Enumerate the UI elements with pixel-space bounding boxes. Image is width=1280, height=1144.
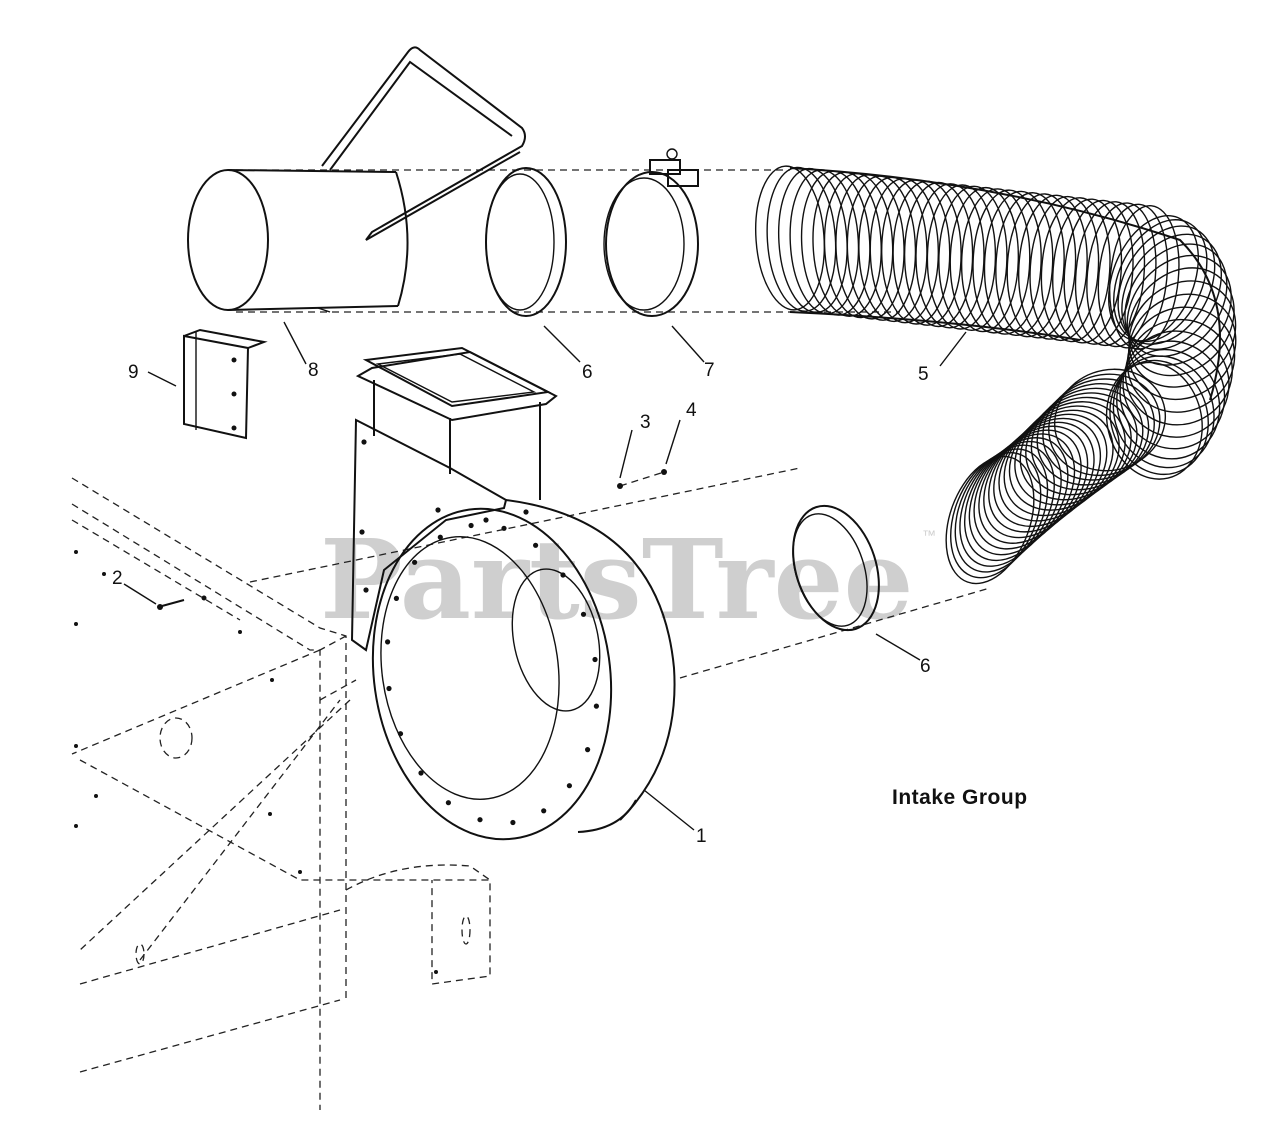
hose-outline [789,167,1221,401]
part-2-bolt [157,595,207,610]
part-6-ring-upper [485,167,567,317]
hose-corrugation [995,192,1065,338]
diagram-title: Intake Group [892,786,1028,809]
watermark: PartsTree ™ [320,515,936,644]
flange-bolt-hole [585,747,591,753]
hose-corrugation [983,190,1054,337]
part-6-ring-lower [792,504,880,632]
housing-bolt-hole [359,529,365,535]
flange-bolt-hole [560,572,566,578]
flange-bolt-hole [541,808,547,814]
hose-corrugation [1109,359,1209,476]
hose-corrugation [1025,392,1138,496]
hose-corrugation [1112,355,1215,469]
housing-bolt-hole [361,439,367,445]
part-7-clamp [603,148,699,317]
hose-corrugation [949,186,1020,333]
hose-corrugation [1109,204,1180,350]
callout-labels: 1 2 3 4 5 6 6 7 8 9 [112,360,931,847]
hose-corrugation [1121,233,1223,351]
flange-bolt-hole [468,522,474,529]
part-8-cylinder [187,46,526,313]
flange-bolt-hole [592,656,598,663]
hose-corrugation [945,455,1035,585]
flange-bolt-hole [386,685,392,692]
flange-bolt-hole [533,542,539,548]
callout-4: 4 [686,400,697,421]
hose-corrugation [1063,199,1134,345]
callout-3: 3 [640,412,651,433]
flange-bolt-hole [593,703,600,709]
hose-corrugation [1117,225,1216,345]
hose-corrugation [1052,198,1123,344]
housing-bolt-hole [363,587,369,593]
hose-corrugation [1086,202,1157,348]
hose-corrugation [1029,195,1100,342]
flange-bolt-hole [437,534,443,540]
housing-bolt-hole [523,509,529,515]
hose-corrugation [963,440,1062,562]
hose-corrugation [978,429,1082,544]
hose-corrugation [1006,193,1077,339]
callout-9: 9 [128,362,139,383]
housing-bolt-hole [435,507,441,513]
watermark-trademark: ™ [922,527,936,543]
callout-1: 1 [696,826,707,847]
mounting-frame [71,477,491,1110]
flange-bolt-hole [397,731,404,737]
hose-corrugation [1105,361,1203,480]
hose-corrugation [954,448,1049,573]
hose-corrugation [915,183,985,329]
callout-5: 5 [918,364,929,385]
hose-outline [789,311,1081,341]
hose-corrugation [1018,194,1088,340]
hose-corrugation [1127,267,1235,377]
callout-2: 2 [112,568,123,589]
hose-corrugation [938,185,1008,331]
hose-corrugation [1124,243,1228,357]
flange-bolt-hole [445,800,451,806]
callout-6-lower: 6 [920,656,931,677]
flange-bolt-hole [510,819,516,826]
callout-7: 7 [704,360,715,381]
flange-bolt-hole [412,559,418,565]
hose-corrugation [960,188,1031,334]
part-1-blower-housing [350,346,676,841]
part-3-4-hardware [617,469,667,489]
flange-bolt-hole [418,770,424,776]
hose-corrugation [968,437,1069,556]
hose-corrugation [949,452,1042,579]
hose-corrugation [973,433,1076,550]
part-5-flex-hose [755,165,1237,585]
flange-bolt-hole [580,611,587,617]
flange-bolt-hole [501,525,507,531]
watermark-text: PartsTree [320,515,914,644]
hose-corrugation [1040,197,1111,343]
hose-corrugation [1008,405,1120,511]
hose-corrugation [1053,368,1167,472]
flange-bolt-hole [385,639,391,645]
callout-leaders [123,321,967,831]
flange-bolt-hole [393,595,399,602]
flange-bolt-hole [566,783,573,789]
hose-corrugation [959,444,1055,567]
hose-corrugation [1097,203,1169,349]
housing-bolt-hole [483,517,489,523]
hose-corrugation [972,189,1042,335]
hose-corrugation [1074,201,1146,347]
callout-8: 8 [308,360,319,381]
part-9-bracket [183,328,268,440]
callout-6-upper: 6 [582,362,593,383]
flange-bolt-hole [477,817,483,823]
hose-corrugation [1126,254,1232,366]
hose-corrugation [926,184,997,330]
